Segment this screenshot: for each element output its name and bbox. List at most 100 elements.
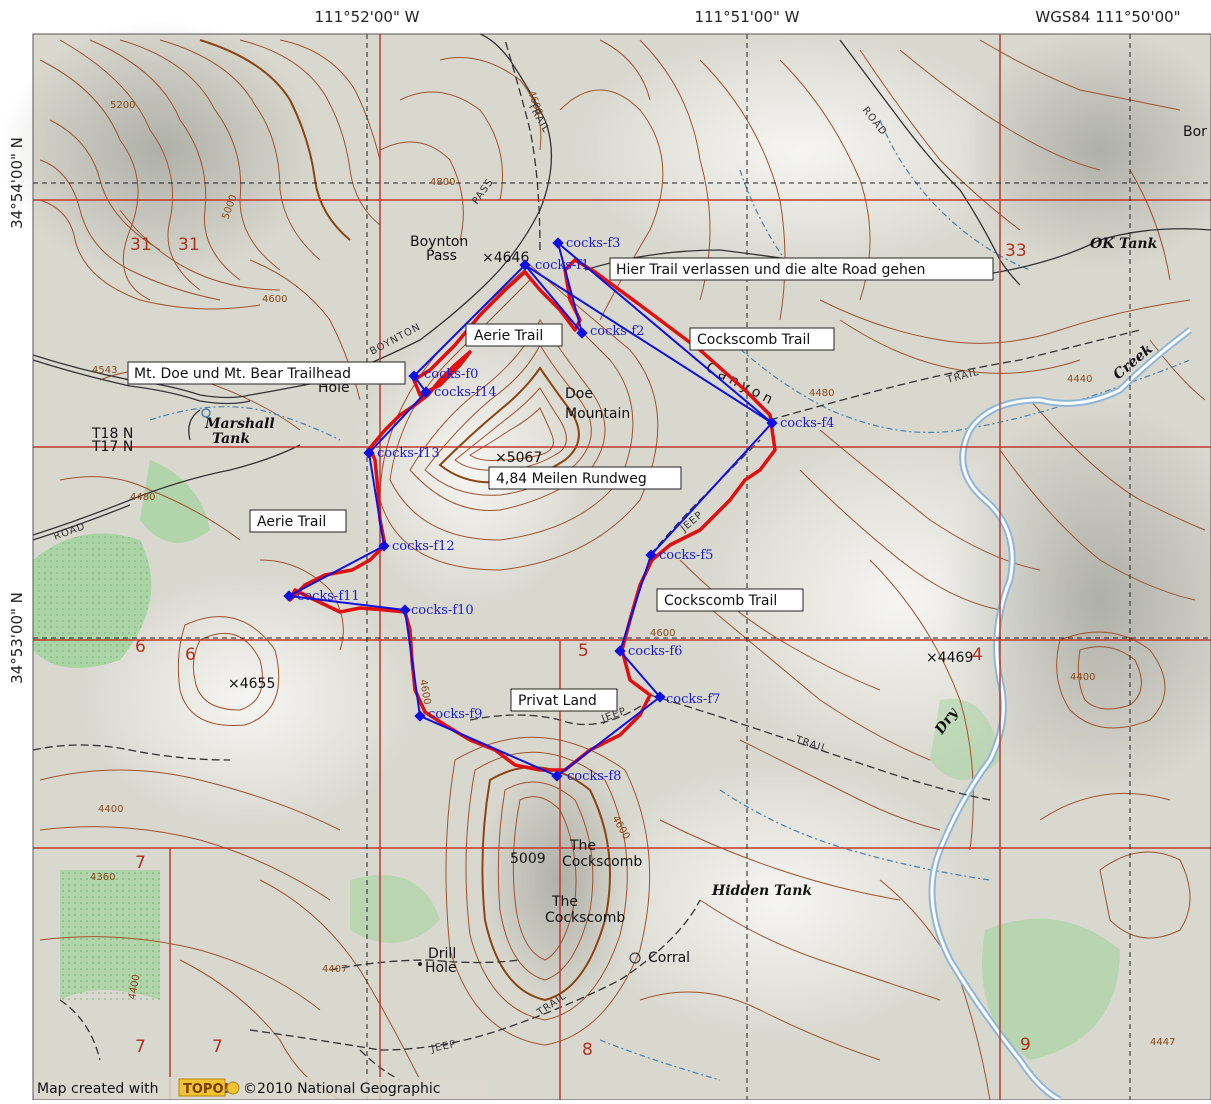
callout-aerie-trail-top-text: Aerie Trail <box>474 328 543 344</box>
lon-label-mid: 111°51'00" W <box>695 8 800 26</box>
label-ok-tank: OK Tank <box>1090 236 1158 252</box>
elev-4543: 4543 <box>92 365 117 376</box>
callout-cockscomb-trail-bottom-text: Cockscomb Trail <box>664 593 777 609</box>
registered-mark-icon <box>226 1081 240 1095</box>
callout-aerie-trail-left-text: Aerie Trail <box>257 514 326 530</box>
drainage-lines <box>149 119 1191 1081</box>
section-5: 5 <box>578 641 589 661</box>
callout-privat-land-text: Privat Land <box>518 693 597 709</box>
waypoint-marker-f12[interactable] <box>378 540 390 552</box>
road-label-jeep-bottom: JEEP <box>429 1039 457 1055</box>
waypoint-label-f2: cocks-f2 <box>590 324 644 339</box>
label-doe: Doe <box>565 386 593 402</box>
elev-4600a: 4600 <box>262 294 287 305</box>
callout-trailhead[interactable]: Mt. Doe und Mt. Bear Trailhead <box>127 361 406 385</box>
label-bor: Bor <box>1183 124 1207 140</box>
waypoint-marker-f2[interactable] <box>576 327 588 339</box>
label-mountain: Mountain <box>565 406 630 422</box>
callout-cockscomb-trail-top[interactable]: Cockscomb Trail <box>689 327 835 351</box>
route <box>285 240 774 778</box>
label-hidden-tank: Hidden Tank <box>711 883 812 899</box>
label-peak-elevation: ×5067 <box>495 450 542 466</box>
callout-cockscomb-trail-bottom[interactable]: Cockscomb Trail <box>656 588 804 612</box>
callout-aerie-trail-left[interactable]: Aerie Trail <box>249 509 347 533</box>
label-cockscomb-2: Cockscomb <box>545 910 625 926</box>
waypoint-label-f3: cocks-f3 <box>566 236 620 251</box>
waypoint-marker-f5[interactable] <box>645 549 657 561</box>
section-33: 33 <box>1005 241 1027 261</box>
section-31b: 31 <box>178 235 200 255</box>
label-corral: Corral <box>648 950 690 966</box>
waypoint-marker-f1[interactable] <box>519 259 531 271</box>
callout-privat-land[interactable]: Privat Land <box>510 688 618 712</box>
elev-4400c: 4400 <box>127 974 142 1001</box>
waypoint-marker-f7[interactable] <box>654 691 666 703</box>
label-the-cockscomb-2: The <box>551 894 578 910</box>
waypoint-marker-f0[interactable] <box>408 370 420 382</box>
drill-hole-icon <box>418 962 422 966</box>
section-7c: 7 <box>212 1037 223 1057</box>
label-cockscomb-elevation: 5009 <box>510 851 546 867</box>
label-drill: Drill <box>428 946 456 962</box>
contour-lines <box>39 39 1206 1101</box>
callout-rundweg[interactable]: 4,84 Meilen Rundweg <box>488 466 682 490</box>
jeep-trails <box>32 39 1141 1081</box>
section-4: 4 <box>972 645 983 665</box>
label-marshall: Marshall <box>204 416 275 432</box>
topo-logo <box>178 1078 226 1097</box>
waypoint-label-f8: cocks-f8 <box>567 769 621 784</box>
callout-aerie-trail-top[interactable]: Aerie Trail <box>465 323 563 347</box>
section-6a: 6 <box>135 637 146 657</box>
waypoint-marker-f9[interactable] <box>414 710 426 722</box>
label-pass: Pass <box>426 248 457 264</box>
map-symbols <box>201 380 641 966</box>
waypoint-label-f5: cocks-f5 <box>659 548 713 563</box>
callout-hier-trail-text: Hier Trail verlassen und die alte Road g… <box>616 262 925 278</box>
credit-prefix: Map created with <box>37 1081 158 1097</box>
waypoint-marker-f14[interactable] <box>420 386 432 398</box>
waypoints: cocks-f0cocks-f1cocks-f2cocks-f3cocks-f4… <box>283 236 834 784</box>
waypoint-label-f13: cocks-f13 <box>377 446 440 461</box>
waypoint-marker-f11[interactable] <box>283 590 295 602</box>
section-31a: 31 <box>130 235 152 255</box>
map-credit: Map created with TOPO! ©2010 National Ge… <box>33 1077 491 1100</box>
elev-4400: 4400 <box>1070 672 1095 683</box>
elev-4480: 4480 <box>809 388 834 399</box>
lon-label-left: 111°52'00" W <box>315 8 420 26</box>
label-elev-4655: ×4655 <box>228 676 275 692</box>
label-pass-elevation: ×4646 <box>482 250 529 266</box>
coordinate-labels: 111°52'00" W 111°51'00" W WGS84 111°50'0… <box>8 8 1181 684</box>
map-base <box>0 20 1211 1100</box>
topo-logo-text: TOPO! <box>183 1082 229 1097</box>
latlon-grid <box>33 34 1211 1100</box>
section-9: 9 <box>1020 1035 1031 1055</box>
waypoint-label-f9: cocks-f9 <box>428 707 482 722</box>
waypoint-marker-f8[interactable] <box>551 770 563 782</box>
waypoint-label-f12: cocks-f12 <box>392 539 455 554</box>
section-numbers: 31 31 33 6 6 5 4 7 7 7 8 9 <box>130 235 1031 1060</box>
waypoint-marker-f4[interactable] <box>766 417 778 429</box>
waypoint-label-f10: cocks-f10 <box>411 603 474 618</box>
callout-hier-trail[interactable]: Hier Trail verlassen und die alte Road g… <box>609 257 994 281</box>
label-elev-4469: ×4469 <box>926 650 973 666</box>
elev-4600c: 4600 <box>650 628 675 639</box>
section-6b: 6 <box>185 645 196 665</box>
credit-suffix: ©2010 National Geographic <box>243 1081 440 1097</box>
callout-trailhead-text: Mt. Doe und Mt. Bear Trailhead <box>134 366 351 382</box>
waypoint-label-f11: cocks-f11 <box>297 589 360 604</box>
elev-4480b: 4480 <box>130 492 155 503</box>
waypoint-marker-f10[interactable] <box>399 604 411 616</box>
waypoint-marker-f13[interactable] <box>363 447 375 459</box>
callout-cockscomb-trail-top-text: Cockscomb Trail <box>697 332 810 348</box>
waypoint-marker-f3[interactable] <box>552 237 564 249</box>
waypoint-marker-f6[interactable] <box>614 645 626 657</box>
waypoint-label-f14: cocks-f14 <box>434 385 497 400</box>
section-7b: 7 <box>135 1037 146 1057</box>
label-tank: Tank <box>212 431 250 447</box>
label-boynton: Boynton <box>410 234 468 250</box>
dry-creek <box>928 327 1193 1104</box>
waypoint-label-f7: cocks-f7 <box>666 692 720 707</box>
section-grid <box>33 34 1211 1100</box>
